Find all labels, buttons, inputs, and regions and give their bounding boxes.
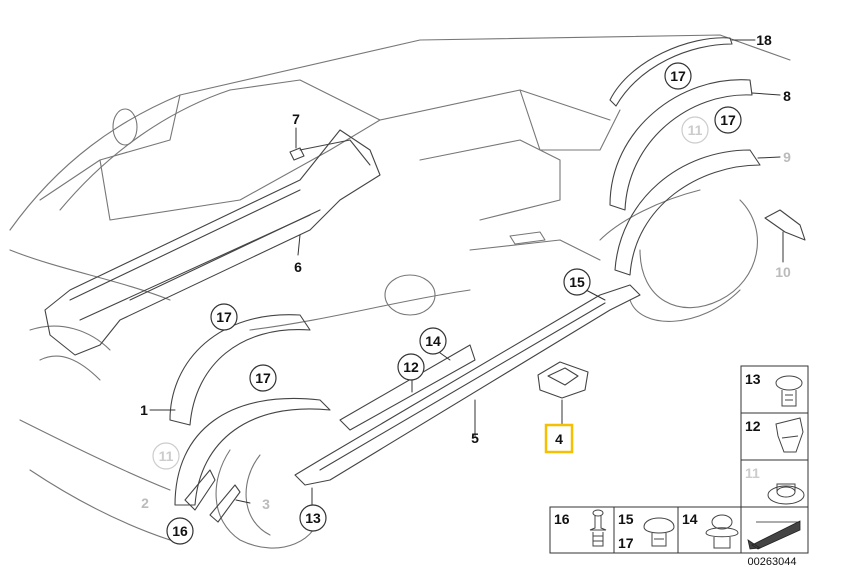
expanding-nut-icon (775, 417, 804, 453)
rear-wheel-arch-part-8 (609, 37, 761, 276)
callout-3: 3 (262, 496, 270, 512)
push-rivet-icon (775, 375, 803, 407)
callout-17-front-inner: 17 (255, 370, 271, 386)
callout-circles (152, 62, 742, 545)
callout-13: 13 (305, 510, 321, 526)
callout-10: 10 (775, 264, 791, 280)
leader-lines (149, 39, 784, 506)
drawing-number: 00263044 (748, 556, 797, 568)
highlight-box-part-4 (544, 423, 574, 454)
callout-6: 6 (294, 259, 302, 275)
callout-17-rear-inner: 17 (720, 112, 736, 128)
callout-11-front: 11 (159, 448, 174, 464)
callout-12: 12 (403, 359, 419, 375)
front-wheel-arch-part-1 (169, 314, 331, 506)
callout-5: 5 (471, 430, 479, 446)
screw-clip-icon (589, 509, 607, 547)
callout-14: 14 (425, 333, 441, 349)
callout-1: 1 (140, 402, 148, 418)
fastener-legend-row: 16 15 17 14 (549, 506, 809, 554)
callout-11-rear: 11 (688, 122, 703, 138)
callout-7: 7 (292, 111, 300, 127)
clip-part-7 (289, 147, 305, 161)
car-body-outline (9, 34, 791, 549)
grommet-icon (767, 483, 805, 505)
legend-label-12: 12 (745, 418, 761, 434)
legend-label-15: 15 (618, 511, 634, 527)
bracket-part-4 (537, 361, 589, 399)
callout-2: 2 (141, 495, 149, 511)
trim-part-3 (209, 484, 241, 523)
callout-15: 15 (569, 274, 585, 290)
inner-sill-part-6 (44, 129, 381, 356)
legend-label-14: 14 (682, 511, 698, 527)
body-nut-icon (643, 517, 675, 547)
clip-icon (705, 514, 739, 549)
legend-label-16: 16 (554, 511, 570, 527)
callout-4: 4 (555, 431, 563, 447)
callout-8: 8 (783, 88, 791, 104)
callout-17-front-outer: 17 (216, 309, 232, 325)
mud-flap-part-2 (184, 469, 216, 511)
callout-17-rear-outer: 17 (670, 68, 686, 84)
callout-9: 9 (783, 149, 791, 165)
direction-arrow-icon (746, 512, 804, 550)
callout-18: 18 (756, 32, 772, 48)
clip-part-10 (764, 209, 806, 241)
legend-label-17: 17 (618, 535, 634, 551)
callout-16: 16 (172, 523, 188, 539)
fastener-legend-column: 13 12 11 (740, 365, 809, 518)
legend-label-13: 13 (745, 371, 761, 387)
legend-label-11: 11 (745, 465, 760, 481)
rocker-panel-part-5 (294, 284, 641, 486)
